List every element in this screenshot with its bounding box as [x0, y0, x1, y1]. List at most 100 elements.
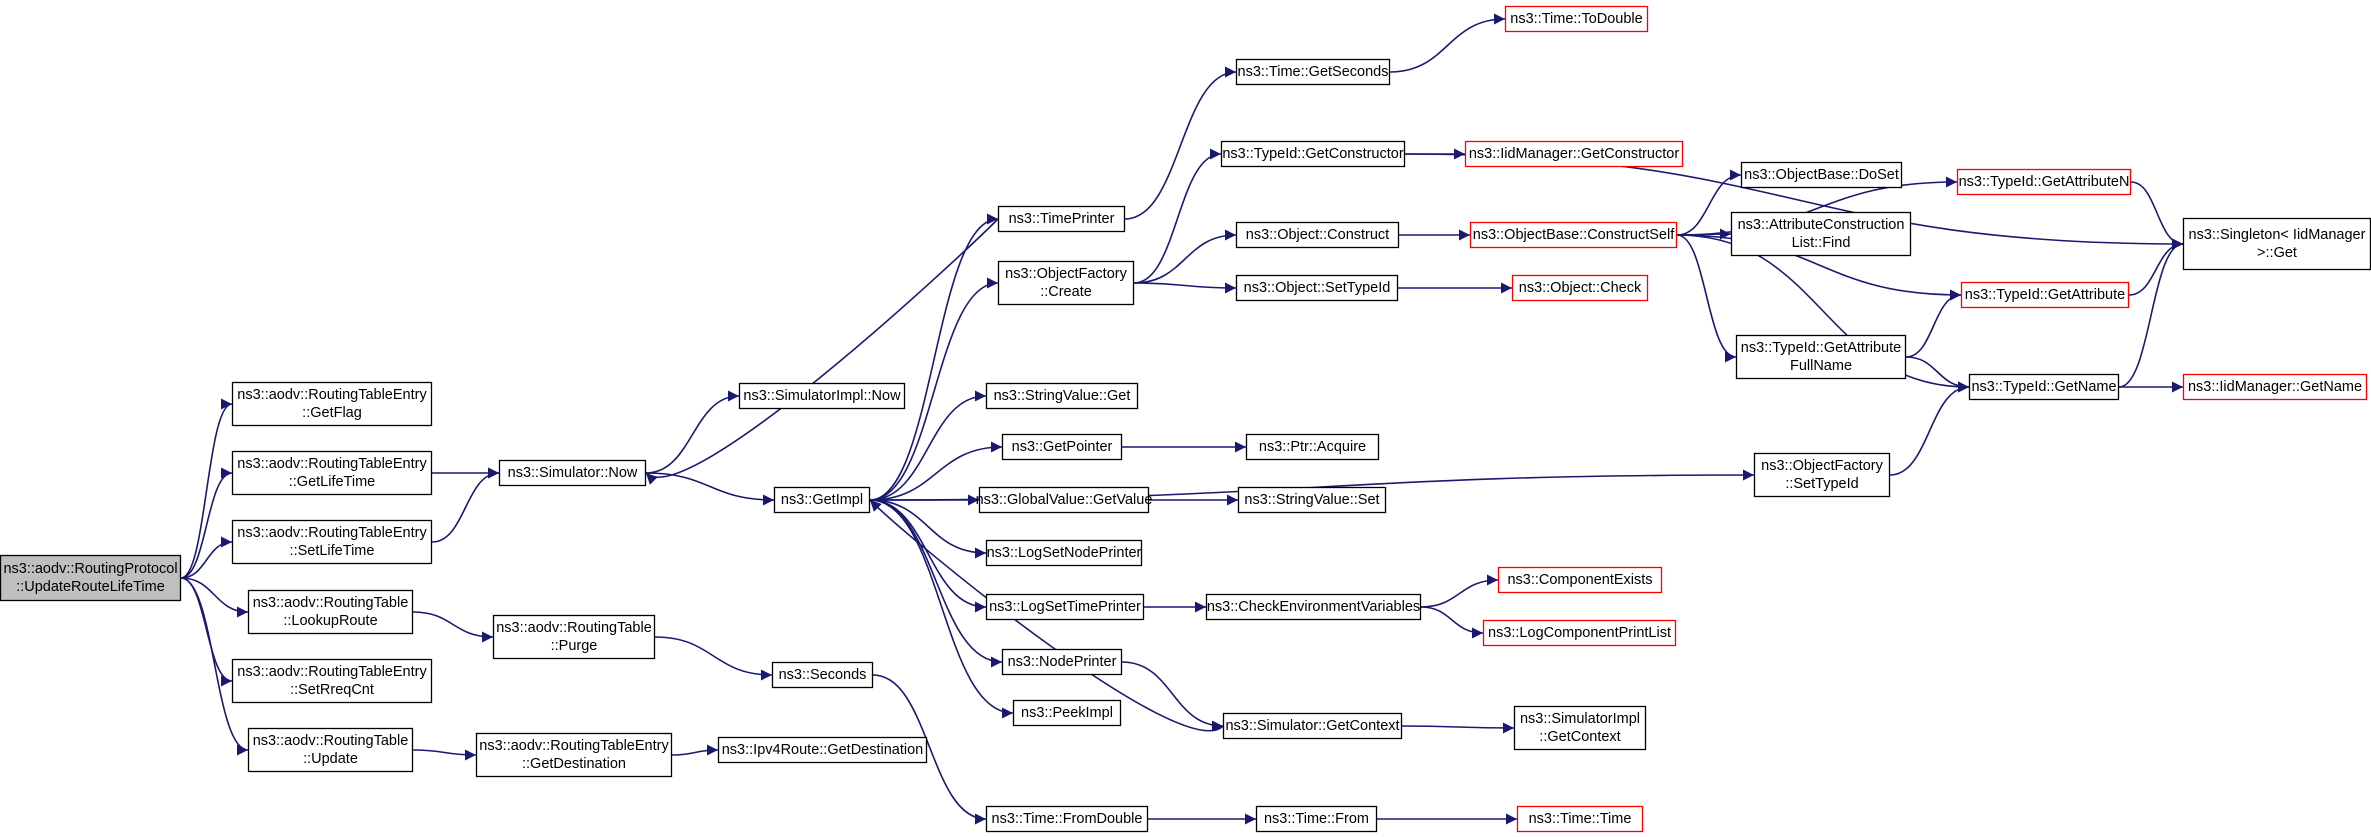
node-getimpl[interactable]: ns3::GetImpl — [773, 486, 871, 514]
node-box[interactable] — [978, 486, 1150, 514]
node-box[interactable] — [1730, 211, 1912, 257]
node-iidgetctor[interactable]: ns3::IidManager::GetConstructor — [1464, 140, 1684, 168]
node-box[interactable] — [717, 736, 928, 764]
node-getdest[interactable]: ns3::aodv::RoutingTableEntry::GetDestina… — [475, 732, 673, 778]
node-timeprinter[interactable]: ns3::TimePrinter — [997, 205, 1126, 233]
node-box[interactable] — [498, 459, 647, 487]
node-gvgetvalue[interactable]: ns3::GlobalValue::GetValue — [976, 486, 1153, 514]
node-box[interactable] — [1237, 486, 1387, 514]
node-logsettime[interactable]: ns3::LogSetTimePrinter — [985, 593, 1145, 621]
node-box[interactable] — [1245, 433, 1380, 461]
node-iidgetname[interactable]: ns3::IidManager::GetName — [2182, 373, 2368, 401]
node-box[interactable] — [1497, 566, 1663, 594]
node-box[interactable] — [1482, 619, 1677, 647]
node-todouble[interactable]: ns3::Time::ToDouble — [1504, 5, 1649, 33]
node-box[interactable] — [1740, 161, 1903, 189]
node-box[interactable] — [985, 382, 1139, 410]
node-strvalset[interactable]: ns3::StringValue::Set — [1237, 486, 1387, 514]
node-ofsettypeid[interactable]: ns3::ObjectFactory::SetTypeId — [1753, 452, 1891, 498]
node-root[interactable]: ns3::aodv::RoutingProtocol::UpdateRouteL… — [0, 554, 182, 602]
node-nodeprinter[interactable]: ns3::NodePrinter — [1001, 648, 1123, 676]
node-singleton[interactable]: ns3::Singleton< IidManager >::Get — [2182, 217, 2371, 271]
node-seconds[interactable]: ns3::Seconds — [771, 661, 874, 689]
node-box[interactable] — [1469, 221, 1678, 249]
node-timetime[interactable]: ns3::Time::Time — [1516, 805, 1644, 833]
node-box[interactable] — [1513, 705, 1647, 751]
node-logcompprint[interactable]: ns3::LogComponentPrintList — [1482, 619, 1677, 647]
node-box[interactable] — [985, 805, 1149, 833]
node-box[interactable] — [1220, 140, 1406, 168]
node-box[interactable] — [1753, 452, 1891, 498]
node-box[interactable] — [231, 519, 433, 565]
node-constructself[interactable]: ns3::ObjectBase::ConstructSelf — [1469, 221, 1678, 249]
node-box[interactable] — [1516, 805, 1644, 833]
node-peekimpl[interactable]: ns3::PeekImpl — [1012, 699, 1122, 727]
node-box[interactable] — [247, 727, 414, 773]
node-box[interactable] — [1968, 373, 2120, 401]
node-typeidgetname[interactable]: ns3::TypeId::GetName — [1968, 373, 2120, 401]
node-box[interactable] — [773, 486, 871, 514]
node-lookuproute[interactable]: ns3::aodv::RoutingTable::LookupRoute — [247, 589, 414, 635]
node-box[interactable] — [231, 381, 433, 427]
node-box[interactable] — [1735, 334, 1907, 380]
node-box[interactable] — [2182, 373, 2368, 401]
node-getctor[interactable]: ns3::TypeId::GetConstructor — [1220, 140, 1406, 168]
node-update[interactable]: ns3::aodv::RoutingTable::Update — [247, 727, 414, 773]
node-ipv4getdest[interactable]: ns3::Ipv4Route::GetDestination — [717, 736, 928, 764]
node-box[interactable] — [1235, 274, 1399, 302]
node-objconstruct[interactable]: ns3::Object::Construct — [1235, 221, 1400, 249]
node-objcheck[interactable]: ns3::Object::Check — [1511, 274, 1649, 302]
node-box[interactable] — [0, 554, 182, 602]
node-setlifetime[interactable]: ns3::aodv::RoutingTableEntry::SetLifeTim… — [231, 519, 433, 565]
node-simimplnow[interactable]: ns3::SimulatorImpl::Now — [738, 382, 906, 410]
node-box[interactable] — [475, 732, 673, 778]
node-purge[interactable]: ns3::aodv::RoutingTable::Purge — [492, 614, 656, 660]
node-box[interactable] — [231, 658, 433, 704]
node-box[interactable] — [492, 614, 656, 660]
node-box[interactable] — [1255, 805, 1378, 833]
node-box[interactable] — [1511, 274, 1649, 302]
node-setrreqcnt[interactable]: ns3::aodv::RoutingTableEntry::SetRreqCnt — [231, 658, 433, 704]
node-box[interactable] — [738, 382, 906, 410]
node-box[interactable] — [1960, 281, 2130, 309]
node-box[interactable] — [1012, 699, 1122, 727]
node-box[interactable] — [997, 260, 1135, 306]
node-box[interactable] — [1504, 5, 1649, 33]
node-logsetnode[interactable]: ns3::LogSetNodePrinter — [985, 539, 1143, 567]
node-ptracquire[interactable]: ns3::Ptr::Acquire — [1245, 433, 1380, 461]
node-box[interactable] — [1205, 593, 1422, 621]
node-box[interactable] — [771, 661, 874, 689]
node-getattrn[interactable]: ns3::TypeId::GetAttributeN — [1956, 168, 2132, 196]
node-box[interactable] — [1956, 168, 2132, 196]
node-compexists[interactable]: ns3::ComponentExists — [1497, 566, 1663, 594]
node-getseconds[interactable]: ns3::Time::GetSeconds — [1235, 58, 1391, 86]
node-simgetctx[interactable]: ns3::Simulator::GetContext — [1222, 712, 1403, 740]
node-box[interactable] — [1464, 140, 1684, 168]
node-simnow[interactable]: ns3::Simulator::Now — [498, 459, 647, 487]
node-getlifetime[interactable]: ns3::aodv::RoutingTableEntry::GetLifeTim… — [231, 450, 433, 496]
node-getattr[interactable]: ns3::TypeId::GetAttribute — [1960, 281, 2130, 309]
node-box[interactable] — [2182, 217, 2371, 271]
node-box[interactable] — [985, 593, 1145, 621]
node-box[interactable] — [997, 205, 1126, 233]
node-objbasedoset[interactable]: ns3::ObjectBase::DoSet — [1740, 161, 1903, 189]
node-box[interactable] — [1001, 433, 1123, 461]
node-box[interactable] — [1222, 712, 1403, 740]
node-ofcreate[interactable]: ns3::ObjectFactory::Create — [997, 260, 1135, 306]
node-box[interactable] — [1235, 221, 1400, 249]
node-getflag[interactable]: ns3::aodv::RoutingTableEntry::GetFlag — [231, 381, 433, 427]
node-fromdouble[interactable]: ns3::Time::FromDouble — [985, 805, 1149, 833]
node-box[interactable] — [1001, 648, 1123, 676]
node-checkenv[interactable]: ns3::CheckEnvironmentVariables — [1205, 593, 1422, 621]
node-box[interactable] — [1235, 58, 1391, 86]
node-box[interactable] — [247, 589, 414, 635]
node-timefrom[interactable]: ns3::Time::From — [1255, 805, 1378, 833]
node-box[interactable] — [985, 539, 1143, 567]
node-objsettypeid[interactable]: ns3::Object::SetTypeId — [1235, 274, 1399, 302]
node-strvalget[interactable]: ns3::StringValue::Get — [985, 382, 1139, 410]
node-box[interactable] — [231, 450, 433, 496]
node-getpointer[interactable]: ns3::GetPointer — [1001, 433, 1123, 461]
node-simimplgetctx[interactable]: ns3::SimulatorImpl::GetContext — [1513, 705, 1647, 751]
